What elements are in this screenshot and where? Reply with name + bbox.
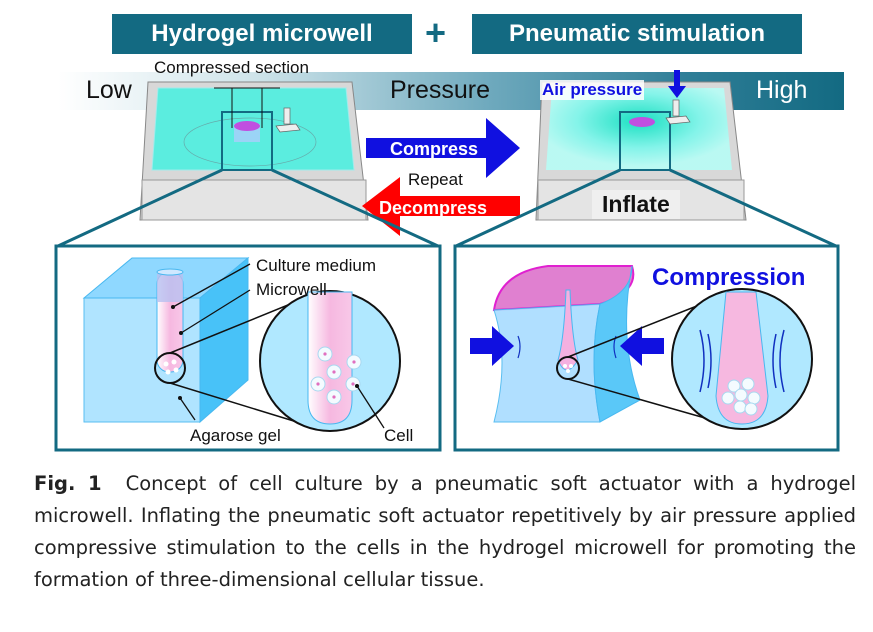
left-magnified-view bbox=[169, 290, 401, 432]
figure-caption: Fig. 1 Concept of cell culture by a pneu… bbox=[34, 468, 856, 596]
agarose-gel-label: Agarose gel bbox=[190, 426, 281, 445]
title-right-text: Pneumatic stimulation bbox=[508, 20, 766, 47]
pressure-axis-label: Pressure bbox=[390, 76, 491, 104]
compressed-gel-cube bbox=[470, 265, 664, 423]
title-hydrogel-microwell: Hydrogel microwell bbox=[112, 14, 412, 54]
air-pressure-arrow-icon bbox=[668, 70, 686, 98]
culture-medium-label: Culture medium bbox=[256, 256, 376, 275]
right-press-arrow-icon bbox=[620, 326, 664, 366]
title-left-text: Hydrogel microwell bbox=[151, 20, 373, 47]
plus-sign: + bbox=[425, 12, 447, 53]
repeat-label: Repeat bbox=[408, 170, 463, 189]
pressure-high-label: High bbox=[756, 76, 808, 104]
compressed-section-label: Compressed section bbox=[154, 58, 309, 77]
decompress-label: Decompress bbox=[379, 198, 488, 218]
microwell-label: Microwell bbox=[256, 280, 327, 299]
air-pressure-label: Air pressure bbox=[540, 80, 645, 100]
left-actuator-device bbox=[139, 81, 369, 221]
figure-label: Fig. 1 bbox=[34, 472, 102, 495]
right-magnified-view bbox=[567, 288, 813, 430]
compression-title: Compression bbox=[652, 264, 806, 291]
cell-label: Cell bbox=[384, 426, 414, 445]
compress-arrow-icon bbox=[366, 118, 520, 178]
title-pneumatic-stimulation: Pneumatic stimulation bbox=[472, 14, 802, 54]
pressure-low-label: Low bbox=[86, 76, 132, 104]
inflate-label: Inflate bbox=[592, 190, 680, 219]
left-press-arrow-icon bbox=[470, 326, 514, 366]
agarose-gel-cube bbox=[82, 256, 251, 424]
compress-label: Compress bbox=[390, 139, 479, 159]
decompress-arrow-icon bbox=[362, 177, 520, 236]
caption-text: Concept of cell culture by a pneumatic s… bbox=[34, 472, 856, 591]
diagram-canvas bbox=[54, 70, 840, 452]
